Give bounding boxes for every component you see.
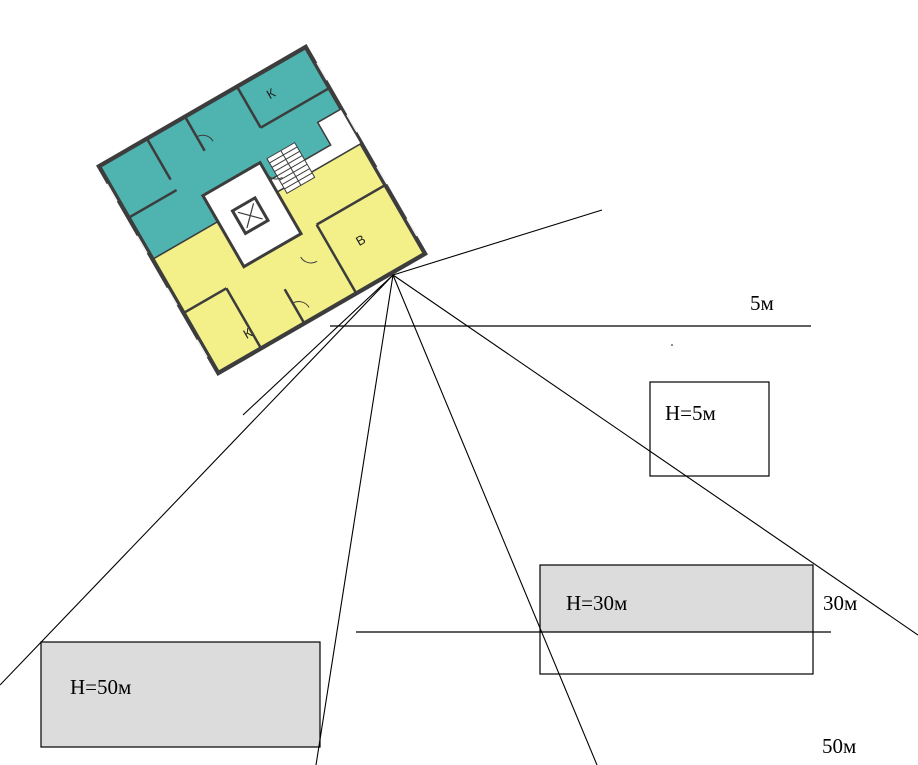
sight-line-left [0,274,394,686]
sight-line-center-right [392,274,598,765]
building-h5 [649,381,770,477]
building-h30 [539,564,814,675]
building-label-h5: H=5м [665,401,716,425]
building-label-h50: H=50м [70,675,131,699]
stray-dot [671,344,673,346]
wall-extension-line-lower [242,274,394,416]
stair-treads [266,141,316,194]
interior-walls [129,87,385,348]
building-label-h30: H=30м [566,591,627,615]
building-h30-shaded [540,565,813,632]
door-swings [196,134,318,308]
distance-label-30m: 30м [823,591,857,615]
distance-label-50m: 50м [822,734,856,758]
wall-extension-line [392,209,603,276]
window-marks [106,62,418,358]
sight-line-right [392,274,918,636]
building-h50 [40,641,321,748]
elevator-cross-icon [237,203,263,229]
sight-lines [0,209,918,765]
distance-label-5m: 5м [750,291,774,315]
sight-line-center-left [315,274,394,765]
floor-plan: К К В [96,44,428,376]
